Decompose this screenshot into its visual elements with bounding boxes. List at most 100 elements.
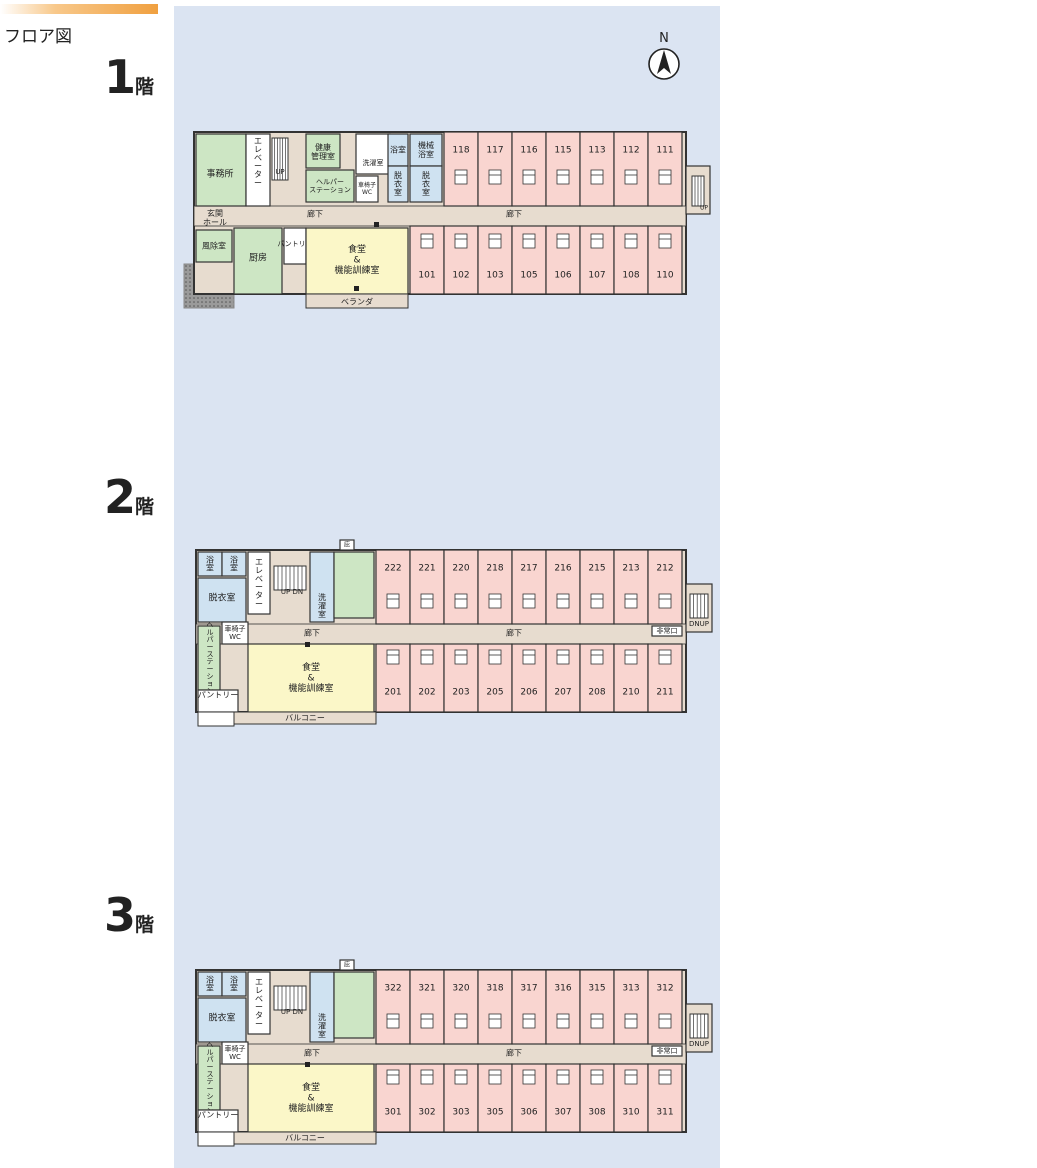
health-label: 管理室	[311, 151, 335, 161]
laundry-label: 洗	[318, 1012, 326, 1022]
pantry-label: パントリー	[277, 240, 312, 248]
room-number: 108	[622, 271, 639, 281]
machine-bath-label: 機械	[418, 140, 434, 150]
corridor-right-label: 廊下	[506, 209, 522, 219]
stair-right-steps	[689, 593, 709, 619]
undress-room	[197, 577, 247, 623]
room-number: 315	[588, 984, 605, 994]
balcony-label: バルコニー	[285, 714, 325, 723]
undress-label: 脱衣室	[208, 1012, 235, 1024]
bath1-label: 室	[206, 563, 214, 573]
bed-icon	[624, 1013, 638, 1029]
helper-station	[305, 169, 355, 203]
resident-room	[613, 969, 649, 1045]
helper-label: ル	[207, 628, 214, 636]
helper-label: シ	[207, 672, 214, 680]
floor-label-2: 2階	[104, 470, 154, 524]
room-number: 102	[452, 271, 469, 281]
elevator-label: エ	[255, 978, 263, 987]
room-number: 220	[452, 564, 469, 574]
resident-room	[511, 549, 547, 625]
laundry-label: 洗	[318, 592, 326, 602]
bed-icon	[488, 649, 502, 665]
undress-label: 脱衣室	[208, 592, 235, 604]
column	[374, 222, 379, 227]
helper-label: ョ	[207, 1100, 214, 1108]
shed	[339, 539, 355, 551]
dining-label: &	[353, 256, 360, 266]
room-number: 307	[554, 1108, 571, 1118]
laundry-room	[309, 971, 335, 1043]
room-number: 106	[554, 271, 571, 281]
bed-icon	[556, 1013, 570, 1029]
bed-icon	[590, 1069, 604, 1085]
elevator-label: タ	[254, 170, 262, 179]
bed-icon	[386, 649, 400, 665]
office-label: 事務所	[206, 168, 233, 180]
bed-icon	[454, 1013, 468, 1029]
resident-room	[443, 549, 479, 625]
room-number: 115	[554, 146, 571, 156]
room-number: 103	[486, 271, 503, 281]
room-number: 303	[452, 1108, 469, 1118]
header-accent-bar	[0, 4, 158, 14]
dining-label: 機能訓練室	[288, 682, 333, 694]
resident-room	[613, 131, 649, 207]
bed-icon	[522, 649, 536, 665]
elevator-label: ベ	[254, 153, 262, 162]
bed-icon	[420, 593, 434, 609]
stair-up-label: UP	[275, 168, 284, 176]
room-number: 308	[588, 1108, 605, 1118]
floor-number: 1	[104, 50, 136, 104]
helper-label: ー	[207, 665, 214, 673]
bath-label: 浴室	[390, 145, 406, 155]
elevator-label: タ	[255, 1011, 263, 1020]
stair-label: UP DN	[281, 1008, 303, 1016]
corridor-right-label: 廊下	[506, 1048, 522, 1058]
bed-icon	[556, 233, 570, 249]
resident-room	[443, 969, 479, 1045]
elevator-label: ー	[254, 162, 262, 171]
resident-room	[545, 549, 581, 625]
elevator-label: ー	[255, 600, 263, 609]
wheelchair-wc	[355, 175, 379, 203]
helper-label: シ	[207, 1092, 214, 1100]
helper-label: ス	[207, 1070, 214, 1078]
undress1-label: 脱	[394, 170, 402, 180]
room-number: 306	[520, 1108, 537, 1118]
dining-label: &	[307, 1094, 314, 1104]
veranda-label: ベランダ	[341, 297, 373, 307]
resident-room	[545, 969, 581, 1045]
room-number: 321	[418, 984, 435, 994]
dining-room	[305, 227, 409, 295]
room-number: 302	[418, 1108, 435, 1118]
helper-label: ヘルパー	[316, 178, 344, 186]
room-number: 313	[622, 984, 639, 994]
elevator-label: ベ	[255, 994, 263, 1003]
room-number: 317	[520, 984, 537, 994]
emergency-exit-label: 非常口	[657, 626, 678, 635]
undress2-label: 衣	[422, 179, 430, 189]
storage-room	[333, 551, 375, 619]
bath-room-2	[221, 551, 247, 577]
elevator	[245, 133, 271, 207]
bed-icon	[488, 1013, 502, 1029]
room-number: 311	[656, 1108, 673, 1118]
helper-label: ル	[207, 1048, 214, 1056]
undress-1	[387, 165, 409, 203]
kitchen-label: 厨房	[249, 252, 267, 264]
room-number: 206	[520, 688, 537, 698]
bed-icon	[658, 233, 672, 249]
elevator-label: レ	[255, 566, 263, 575]
stair-right-label: DNUP	[689, 620, 709, 628]
balcony-label: バルコニー	[285, 1134, 325, 1143]
bath1-label: 室	[206, 983, 214, 993]
helper-label: ス	[207, 650, 214, 658]
helper-label: パ	[207, 1056, 214, 1064]
bed-icon	[556, 593, 570, 609]
windbreak-label: 風除室	[202, 241, 226, 251]
elevator	[247, 971, 271, 1035]
room-number: 301	[384, 1108, 401, 1118]
bed-icon	[454, 233, 468, 249]
wc-label: WC	[362, 189, 372, 196]
